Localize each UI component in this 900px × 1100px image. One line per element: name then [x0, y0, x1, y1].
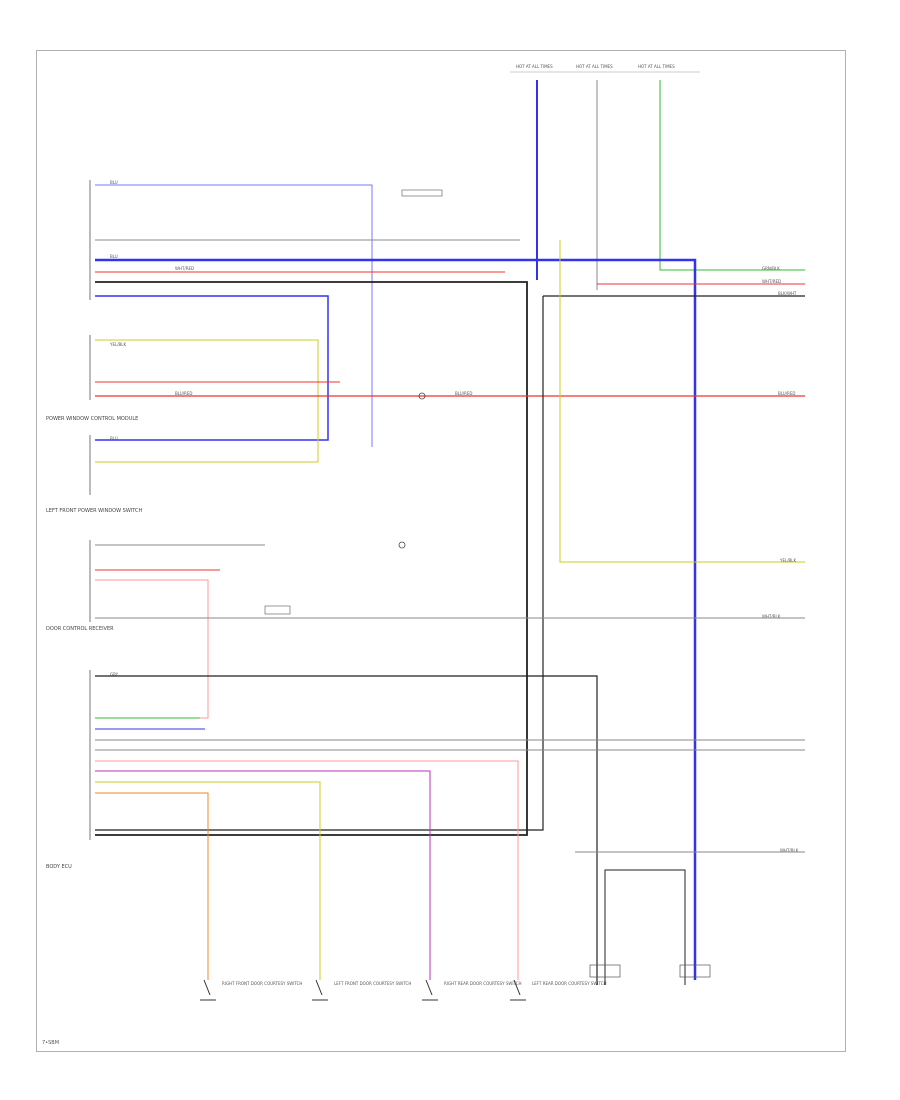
- wire-label-wht-red-2: WHT/RED: [762, 279, 781, 284]
- door-switch-group: RIGHT FRONT DOOR COURTESY SWITCH LEFT FR…: [200, 979, 607, 1001]
- door-switch-label: RIGHT REAR DOOR COURTESY SWITCH: [444, 981, 522, 986]
- ecu-wires: [95, 717, 805, 985]
- switch-icon: [312, 979, 328, 1001]
- module-label-group: POWER WINDOW CONTROL MODULE LEFT FRONT P…: [46, 416, 142, 870]
- left-rear-door-switch: LEFT REAR DOOR COURTESY SWITCH: [510, 979, 607, 1001]
- feed-wires: [536, 80, 805, 290]
- component-symbols: [264, 189, 443, 615]
- right-rear-door-switch: RIGHT REAR DOOR COURTESY SWITCH: [422, 979, 522, 1001]
- fuse-group: HOT AT ALL TIMES HOT AT ALL TIMES HOT AT…: [510, 64, 700, 73]
- door-switch-label: RIGHT FRONT DOOR COURTESY SWITCH: [222, 981, 302, 986]
- wire-orange-ecu: [95, 792, 209, 980]
- wire-label-blu-red-3: BLU/RED: [778, 391, 795, 396]
- switch-wires: [95, 544, 805, 985]
- fuse-label-3: HOT AT ALL TIMES: [638, 64, 675, 69]
- wire-label-wht-blk-2: WHT/BLK: [780, 848, 799, 853]
- wire-label-wht-red: WHT/RED: [175, 266, 194, 271]
- relay-connectors: [589, 964, 711, 978]
- left-front-door-switch: LEFT FRONT DOOR COURTESY SWITCH: [312, 979, 411, 1001]
- wire-label-wht-blk: WHT/BLK: [762, 614, 781, 619]
- splice-symbol-2: [398, 541, 406, 549]
- body-ecu-label: BODY ECU: [46, 864, 72, 870]
- right-front-door-switch: RIGHT FRONT DOOR COURTESY SWITCH: [200, 979, 302, 1001]
- wire-label-blu-red-2: BLU/RED: [455, 391, 472, 396]
- power-window-module-label: POWER WINDOW CONTROL MODULE: [46, 416, 138, 422]
- wire-pink-loop: [95, 579, 209, 719]
- switch-symbol: [264, 605, 291, 615]
- wire-label-group: BLU BLU WHT/RED YEL/BLK BLU/RED BLU/RED …: [109, 180, 799, 853]
- diagram-stamp: 7•SBM: [42, 1040, 60, 1046]
- wire-yellow-right: [559, 240, 805, 563]
- wire-pink-ecu: [95, 760, 519, 980]
- wire-yellow-ecu: [95, 781, 321, 980]
- splice-symbol-1: [418, 392, 426, 400]
- wire-label-blu-3: BLU: [110, 436, 118, 441]
- junction-block: [401, 189, 443, 197]
- wire-black-down: [95, 296, 544, 831]
- wire-green-feed: [659, 80, 805, 271]
- switch-icon: [510, 979, 526, 1001]
- wire-black-ecu: [95, 675, 598, 985]
- wire-label-yel-blk-2: YEL/BLK: [779, 558, 797, 563]
- diagram-frame: [36, 50, 846, 1052]
- wire-label-blu-2: BLU: [110, 254, 118, 259]
- wire-blue-top: [95, 184, 373, 447]
- wire-label-grn-blk: GRN/BLK: [762, 266, 780, 271]
- left-front-switch-label: LEFT FRONT POWER WINDOW SWITCH: [46, 508, 142, 514]
- wire-yellow-loop: [95, 339, 319, 463]
- wire-label-yel-blk: YEL/BLK: [109, 342, 127, 347]
- module-wires: [95, 184, 805, 980]
- wire-label-gry: GRY: [110, 672, 119, 677]
- wire-blue-loop: [95, 295, 329, 441]
- door-switch-label: LEFT FRONT DOOR COURTESY SWITCH: [334, 981, 411, 986]
- relay-connector-1: [589, 964, 621, 978]
- door-switch-label: LEFT REAR DOOR COURTESY SWITCH: [532, 981, 607, 986]
- door-control-receiver-label: DOOR CONTROL RECEIVER: [46, 626, 114, 632]
- relay-connector-2: [679, 964, 711, 978]
- wire-label-blk-wht: BLK/WHT: [778, 291, 797, 296]
- fuse-label-2: HOT AT ALL TIMES: [576, 64, 613, 69]
- wire-black-relay: [604, 869, 686, 985]
- fuse-label-1: HOT AT ALL TIMES: [516, 64, 553, 69]
- switch-icon: [200, 979, 216, 1001]
- switch-icon: [422, 979, 438, 1001]
- wire-label-blu-red: BLU/RED: [175, 391, 192, 396]
- wire-label-blu: BLU: [110, 180, 118, 185]
- wire-black-loop: [95, 281, 528, 836]
- wire-violet-ecu: [95, 770, 431, 980]
